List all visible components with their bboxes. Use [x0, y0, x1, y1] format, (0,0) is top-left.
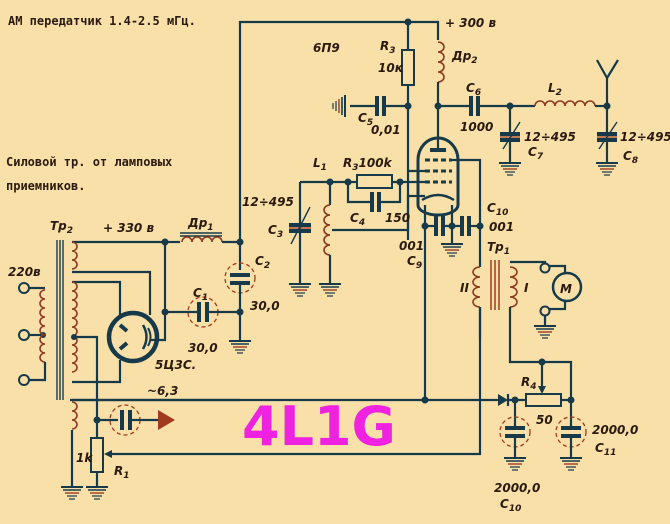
l1-label: L1 — [313, 156, 327, 173]
c8-value: 12÷495 — [620, 130, 670, 144]
rectifier-label: 5Ц3С. — [155, 358, 196, 372]
r3-value: 10к — [378, 61, 404, 75]
c9-label: C9 — [407, 254, 422, 271]
r4-label: R4 — [521, 375, 537, 392]
r1-value: 1k — [76, 451, 93, 465]
c7-value: 12÷495 — [524, 130, 576, 144]
c11-label: C11 — [595, 441, 616, 458]
inductor-l2 — [534, 100, 611, 110]
tr1-label: Тр1 — [487, 240, 510, 257]
r2-label: R3100k — [343, 156, 393, 173]
plus330-label: + 330 в — [103, 221, 154, 235]
c2-label: C2 — [255, 254, 270, 271]
capacitor-c5 — [332, 94, 408, 118]
c5-label: C5 — [358, 111, 373, 128]
v220-label: 220в — [8, 265, 41, 279]
variable-capacitor-c3 — [289, 206, 311, 245]
capacitor-c6 — [438, 96, 535, 116]
c9-value: 001 — [399, 239, 424, 253]
c1-label: C1 — [193, 286, 208, 303]
tr1-winding-ii: II — [460, 281, 469, 295]
rectifier-tube-5ts3s — [106, 310, 167, 364]
tube-type-label: 6П9 — [313, 41, 340, 55]
c6-label: C6 — [466, 81, 481, 98]
motor-label: M — [560, 282, 572, 296]
c5-value: 0,01 — [371, 123, 401, 137]
r1-label: R1 — [114, 464, 130, 481]
tr1-winding-i: I — [524, 281, 529, 295]
c3-label: C3 — [268, 223, 283, 240]
c6-value: 1000 — [460, 120, 493, 134]
c3-value: 12÷495 — [242, 195, 294, 209]
bypass-capacitors-c9-c10 — [421, 216, 484, 257]
c11-value: 2000,0 — [592, 423, 638, 437]
c1-value: 30,0 — [188, 341, 218, 355]
electrolytic-c10b — [499, 400, 531, 471]
antenna-icon — [596, 59, 619, 106]
choke-dr2 — [434, 41, 445, 140]
r3-label: R3 — [380, 39, 396, 56]
motor-icon — [533, 262, 583, 339]
c10a-label: C10 — [487, 201, 508, 218]
variable-capacitor-c8 — [595, 106, 619, 176]
l2-label: L2 — [548, 81, 562, 98]
c4-label: C4 — [350, 211, 365, 228]
r4-value: 50 — [536, 413, 553, 427]
bias-network-r1 — [85, 400, 482, 500]
dr1-label: Др1 — [187, 216, 214, 233]
power-transformer-tr2 — [18, 240, 240, 500]
c8-label: C8 — [623, 149, 638, 166]
c10b-label: C10 — [500, 497, 521, 514]
c10a-value: 001 — [489, 220, 514, 234]
schematic-title: АМ передатчик 1.4-2.5 мГц. — [8, 14, 196, 28]
c2-value: 30,0 — [250, 299, 280, 313]
c7-label: C7 — [528, 145, 544, 162]
watermark-4l1g: 4L1G — [242, 395, 396, 458]
c4-value: 150 — [385, 211, 410, 225]
power-transformer-note-line2: приемников. — [6, 179, 85, 193]
hv-filter — [161, 232, 256, 354]
dr2-label: Др2 — [451, 49, 478, 66]
v63-label: ~6,3 — [147, 384, 178, 398]
variable-capacitor-c7 — [498, 106, 522, 176]
tr2-label: Тр2 — [50, 219, 73, 236]
vacuum-tube-6p9 — [408, 136, 482, 400]
c10b-value: 2000,0 — [494, 481, 540, 495]
power-transformer-note-line1: Силовой тр. от ламповых — [6, 155, 172, 169]
grid-circuit — [288, 174, 425, 297]
electrolytic-c11 — [555, 400, 587, 471]
plus300-label: + 300 в — [445, 16, 496, 30]
